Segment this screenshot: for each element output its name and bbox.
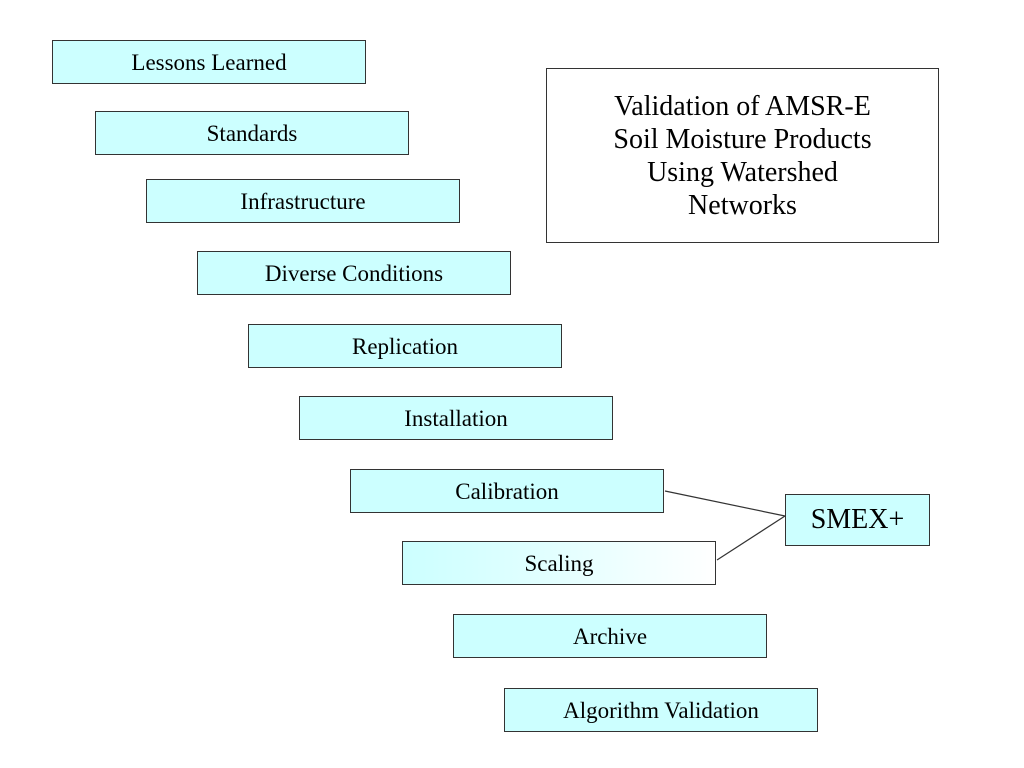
connector-calibration-smex: [664, 490, 786, 517]
step-label: Diverse Conditions: [264, 260, 444, 286]
step-calibration: Calibration: [350, 469, 664, 513]
diagram-title: Validation of AMSR-E Soil Moisture Produ…: [613, 90, 872, 221]
step-label: Lessons Learned: [131, 49, 287, 75]
step-label: Archive: [572, 623, 648, 649]
step-label: Installation: [404, 405, 508, 431]
step-scaling: Scaling: [402, 541, 716, 585]
title-box: Validation of AMSR-E Soil Moisture Produ…: [546, 68, 939, 243]
step-infrastructure: Infrastructure: [146, 179, 460, 223]
step-lessons-learned: Lessons Learned: [52, 40, 366, 84]
step-label: Calibration: [455, 478, 559, 504]
step-algorithm-validation: Algorithm Validation: [504, 688, 818, 732]
connector-scaling-smex: [716, 515, 786, 561]
step-installation: Installation: [299, 396, 613, 440]
step-label: Infrastructure: [240, 188, 366, 214]
step-label: Scaling: [524, 550, 594, 576]
step-diverse-conditions: Diverse Conditions: [197, 251, 511, 295]
smex-callout-label: SMEX+: [810, 504, 905, 535]
step-replication: Replication: [248, 324, 562, 368]
step-label: Replication: [351, 333, 459, 359]
step-label: Algorithm Validation: [563, 697, 759, 723]
step-label: Standards: [206, 120, 298, 146]
smex-callout-box: SMEX+: [785, 494, 930, 546]
step-standards: Standards: [95, 111, 409, 155]
step-archive: Archive: [453, 614, 767, 658]
